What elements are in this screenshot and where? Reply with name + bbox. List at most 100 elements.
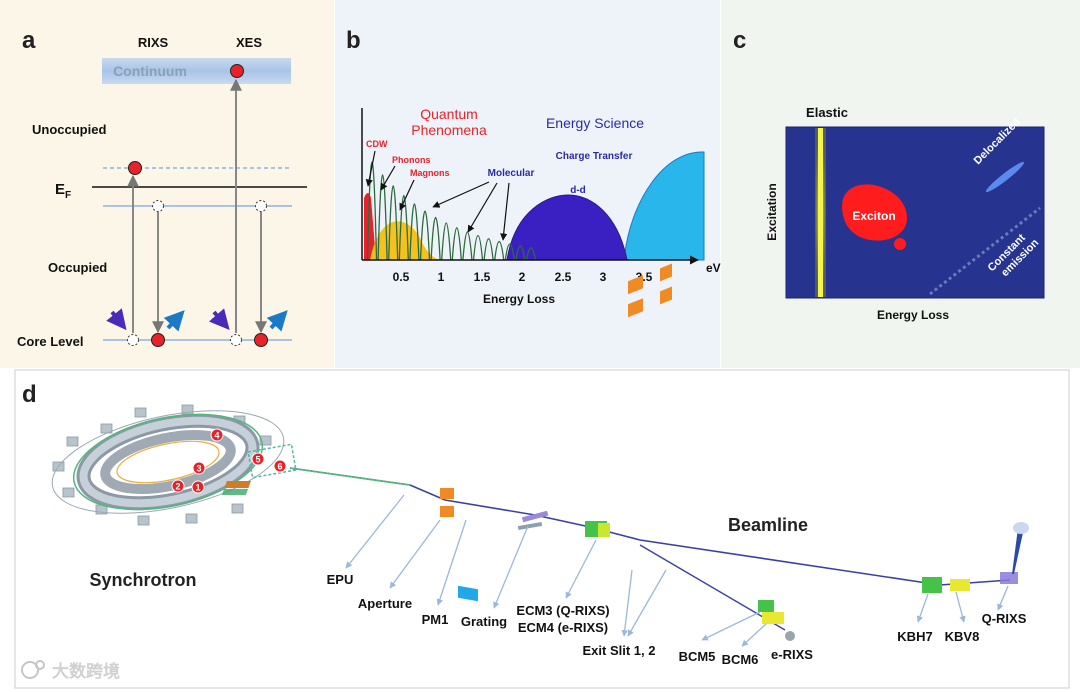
- energy-loss-axis-label: Energy Loss: [877, 308, 949, 322]
- ring-marker: 3: [192, 461, 206, 475]
- molecular-callout-3: [500, 182, 510, 241]
- spectral-peak: [451, 227, 462, 261]
- aperture-device-2: [440, 506, 454, 517]
- svg-text:2: 2: [175, 482, 180, 492]
- exit-slit-label: Exit Slit 1, 2: [583, 643, 656, 658]
- spectral-peak: [419, 210, 431, 261]
- charge-transfer-label: Charge Transfer: [556, 151, 633, 162]
- core-hole-1: [127, 334, 139, 346]
- spectral-peak: [441, 222, 452, 261]
- ecm4-label: ECM4 (e-RIXS): [518, 620, 608, 635]
- valence-hole-2: [255, 200, 267, 212]
- ring-marker: 4: [210, 428, 224, 442]
- kbv8-pointer: [955, 591, 966, 623]
- magnons-label: Magnons: [410, 168, 450, 178]
- spectral-peak: [366, 161, 378, 261]
- erixs-label: e-RIXS: [771, 647, 813, 662]
- exciton-satellite: [894, 238, 906, 250]
- grating-device: [517, 510, 549, 531]
- molecular-label: Molecular: [488, 168, 535, 179]
- cdw-callout: [365, 150, 376, 187]
- ring-marker: 5: [251, 452, 265, 466]
- beam-path-main: [289, 467, 1011, 586]
- elastic-label: Elastic: [806, 105, 848, 120]
- svg-text:3: 3: [196, 464, 201, 474]
- erixs-sample: [785, 631, 795, 641]
- xes-label: XES: [236, 35, 262, 50]
- panel-d-letter: d: [22, 381, 37, 408]
- beam-front-end: [289, 467, 411, 486]
- kbh7-label: KBH7: [897, 629, 932, 644]
- continuum-electron: [230, 64, 244, 78]
- dd-label: d-d: [570, 185, 586, 196]
- bcm6-label: BCM6: [722, 652, 759, 667]
- bcm6-pointer: [741, 623, 767, 647]
- fermi-label: EF: [55, 181, 71, 201]
- cdw-peak: [364, 193, 376, 260]
- beamline-components: [221, 263, 1029, 641]
- incident-photon-arrow-2: [208, 308, 230, 331]
- x-tick-label: 2: [519, 270, 526, 284]
- x-tick-label: 3: [600, 270, 607, 284]
- constant-emission-streak: [929, 206, 1041, 296]
- oscillation-peaks: [366, 161, 537, 261]
- svg-text:6: 6: [277, 462, 282, 472]
- x-tick-label: 1: [438, 270, 445, 284]
- ring-markers: 1 2 3 4 5 6: [171, 428, 287, 494]
- exit-slits: [628, 263, 672, 318]
- panel-a-letter: a: [22, 27, 36, 54]
- bcm5-label: BCM5: [679, 649, 716, 664]
- molecular-callout-1: [432, 181, 490, 208]
- rixs-map: [785, 126, 1045, 299]
- ring-marker: 2: [171, 479, 185, 493]
- pm1-label: PM1: [422, 612, 449, 627]
- spectral-peak: [515, 245, 526, 261]
- panel-a: a RIXS XES Continuum Unoccupied EF Occup…: [0, 0, 334, 368]
- spectral-peak: [525, 247, 537, 261]
- spectral-peak: [409, 203, 420, 261]
- dd-excitation-peak: [506, 194, 628, 261]
- ring-marker: 1: [191, 480, 205, 494]
- beam-branch-erixs: [639, 544, 786, 631]
- unoccupied-label: Unoccupied: [32, 122, 106, 137]
- elastic-core: [818, 128, 823, 297]
- exit-slit-pointer-1: [621, 569, 633, 637]
- core-electron-2: [254, 333, 268, 347]
- grating-pointer: [493, 525, 529, 609]
- spectral-peak: [430, 217, 441, 261]
- svg-text:5: 5: [255, 455, 260, 465]
- delocalized-streak: [985, 161, 1025, 193]
- ring-marker: 6: [273, 459, 287, 473]
- epu-label: EPU: [327, 572, 354, 587]
- ev-label: eV: [706, 261, 721, 275]
- panel-b-letter: b: [346, 27, 361, 54]
- excited-electron: [128, 161, 142, 175]
- excitation-axis-label: Excitation: [765, 183, 779, 240]
- beamline-label: Beamline: [728, 515, 808, 535]
- ecm-pointer: [565, 539, 597, 599]
- bcm-mirrors: [758, 600, 784, 624]
- aperture-device-1: [440, 488, 454, 499]
- watermark-logo-dot: [35, 660, 45, 670]
- bcm5-pointer: [701, 611, 761, 641]
- phonons-callout: [380, 165, 396, 191]
- spectral-peak: [483, 238, 494, 261]
- spectral-peak: [377, 174, 388, 261]
- energy-science-label: Energy Science: [546, 115, 644, 131]
- ecm3-label: ECM3 (Q-RIXS): [516, 603, 609, 618]
- continuum-band: [102, 58, 291, 84]
- spectral-peak: [388, 185, 399, 261]
- phonons-label: Phonons: [392, 155, 431, 165]
- rixs-label: RIXS: [138, 35, 169, 50]
- magnons-callout: [399, 179, 415, 211]
- x-tick-label: 1.5: [474, 270, 491, 284]
- charge-transfer-peak: [623, 151, 705, 261]
- aperture-label: Aperture: [358, 596, 412, 611]
- svg-text:1: 1: [195, 483, 200, 493]
- spectral-peak: [504, 243, 515, 261]
- x-tick-label: 2.5: [555, 270, 572, 284]
- exciton-label: Exciton: [852, 209, 895, 223]
